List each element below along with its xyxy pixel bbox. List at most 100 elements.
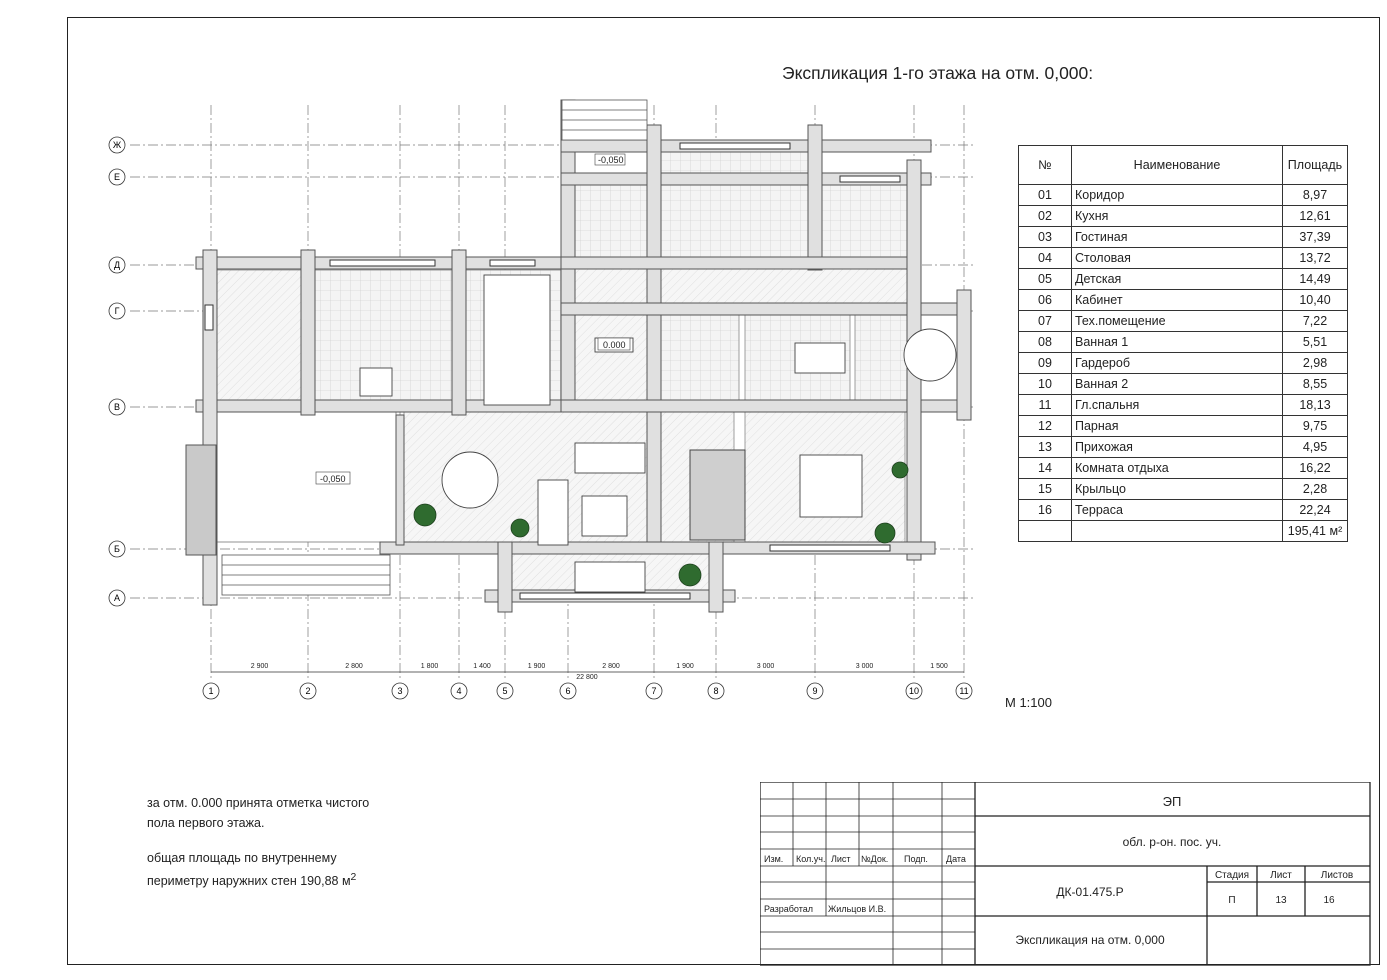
row-name: Коридор — [1071, 184, 1283, 206]
row-axis-bubble — [108, 398, 126, 416]
overall-dimension: 22 800 — [576, 674, 598, 681]
stamp-list-label: Лист — [1270, 870, 1292, 881]
mark-porch: -0,050 — [598, 155, 624, 165]
dimension-label: 1 800 — [421, 663, 439, 670]
row-area: 9,75 — [1282, 415, 1348, 437]
col-axis-label: 9 — [812, 686, 817, 696]
row-area: 12,61 — [1282, 205, 1348, 227]
dimension-label: 3 000 — [757, 663, 775, 670]
row-area: 7,22 — [1282, 310, 1348, 332]
row-num: 08 — [1018, 331, 1072, 353]
row-area: 37,39 — [1282, 226, 1348, 248]
row-name: Кухня — [1071, 205, 1283, 227]
row-axis-label: Б — [114, 544, 120, 554]
row-num: 12 — [1018, 415, 1072, 437]
col-axis-bubble — [496, 682, 514, 700]
dimension-label: 1 400 — [473, 663, 491, 670]
row-axis-label: Г — [115, 306, 120, 316]
mark-terrace: -0,050 — [320, 474, 346, 484]
col-axis-label: 2 — [305, 686, 310, 696]
col-axis-label: 3 — [397, 686, 402, 696]
row-name: Гардероб — [1071, 352, 1283, 374]
row-axis-label: В — [114, 402, 120, 412]
total-area: 195,41 м² — [1282, 520, 1348, 542]
dimension-label: 1 500 — [930, 663, 948, 670]
row-name: Детская — [1071, 268, 1283, 290]
header-name: Наименование — [1071, 145, 1283, 185]
row-area: 14,49 — [1282, 268, 1348, 290]
note-line3: общая площадь по внутреннему — [147, 851, 337, 865]
row-num: 09 — [1018, 352, 1072, 374]
drawing-frame — [67, 17, 1380, 965]
col-axis-bubble — [299, 682, 317, 700]
col-axis-bubble — [559, 682, 577, 700]
col-axis-label: 11 — [959, 686, 968, 696]
row-axis-bubble — [108, 540, 126, 558]
dimension-label: 1 900 — [528, 663, 546, 670]
row-axis-label: Ж — [113, 140, 122, 150]
stamp-code: ДК-01.475.Р — [1056, 885, 1123, 899]
col-axis-bubble — [450, 682, 468, 700]
col-axis-label: 10 — [909, 686, 919, 696]
row-name: Гл.спальня — [1071, 394, 1283, 416]
stamp-list-col: Лист — [831, 854, 851, 864]
row-name: Столовая — [1071, 247, 1283, 269]
stamp-ndok: №Док. — [861, 854, 888, 864]
row-area: 2,98 — [1282, 352, 1348, 374]
dimension-label: 2 800 — [602, 663, 620, 670]
col-axis-label: 8 — [713, 686, 718, 696]
row-area: 4,95 — [1282, 436, 1348, 458]
stamp-org: ЭП — [1163, 794, 1182, 809]
stamp-razrab-label: Разработал — [764, 904, 813, 914]
stairs — [221, 99, 648, 596]
row-area: 5,51 — [1282, 331, 1348, 353]
stamp-listov: 16 — [1323, 895, 1335, 906]
terrace-outline — [215, 411, 397, 543]
floor-areas — [215, 149, 914, 595]
row-axis-bubble — [108, 136, 126, 154]
col-axis-label: 5 — [502, 686, 507, 696]
row-name: Крыльцо — [1071, 478, 1283, 500]
dimension-label: 3 000 — [856, 663, 874, 670]
col-axis-bubble — [645, 682, 663, 700]
col-axis-label: 1 — [208, 686, 213, 696]
windows — [204, 142, 901, 600]
scale-label: М 1:100 — [1005, 695, 1052, 710]
stamp-list: 13 — [1275, 895, 1287, 906]
row-num: 02 — [1018, 205, 1072, 227]
stamp-izm: Изм. — [764, 854, 783, 864]
row-area: 8,55 — [1282, 373, 1348, 395]
row-num: 14 — [1018, 457, 1072, 479]
row-num: 03 — [1018, 226, 1072, 248]
dimension-label: 1 900 — [676, 663, 694, 670]
row-axis-label: Д — [114, 260, 120, 270]
stamp-stadia: П — [1228, 895, 1235, 906]
row-name: Прихожая — [1071, 436, 1283, 458]
row-num: 05 — [1018, 268, 1072, 290]
row-name: Гостиная — [1071, 226, 1283, 248]
row-axis-bubble — [108, 256, 126, 274]
col-axis-label: 6 — [565, 686, 570, 696]
row-axis-bubble — [108, 589, 126, 607]
note-line1: за отм. 0.000 принята отметка чистого — [147, 796, 370, 810]
row-num: 16 — [1018, 499, 1072, 521]
stamp-data: Дата — [946, 854, 966, 864]
header-num: № — [1018, 145, 1072, 185]
stamp-sheet-title: Экспликация на отм. 0,000 — [1015, 933, 1165, 947]
note-line4: периметру наружних стен 190,88 м — [147, 874, 351, 889]
col-axis-bubble — [202, 682, 220, 700]
header-area: Площадь — [1282, 145, 1348, 185]
stamp-listov-label: Листов — [1321, 870, 1354, 881]
row-area: 10,40 — [1282, 289, 1348, 311]
mark-zero: 0.000 — [603, 340, 626, 350]
